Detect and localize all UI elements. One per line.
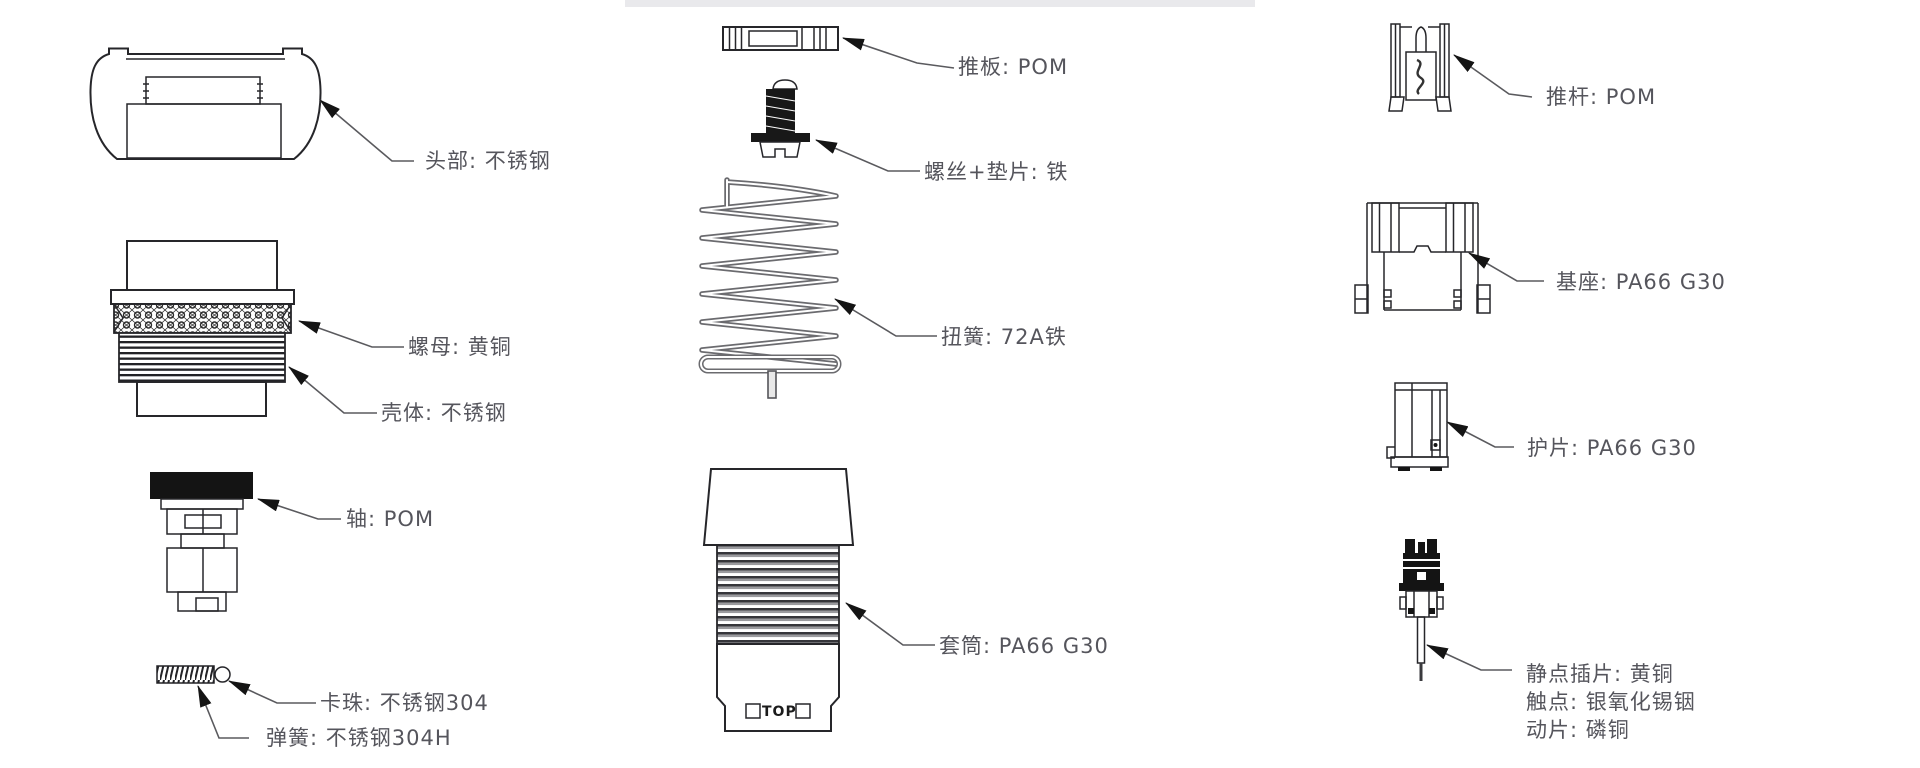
part-base-drawing: [1354, 202, 1491, 314]
label-sleeve: 套筒: PA66 G30: [939, 634, 1109, 658]
part-sleeve-drawing: TOP: [702, 468, 855, 732]
label-contact-line2: 触点: 银氧化锡铟: [1526, 690, 1696, 714]
part-shaft-drawing: [150, 472, 253, 612]
part-torsion-spring-drawing: [698, 177, 842, 399]
leader-guard: [1446, 421, 1514, 448]
leader-contact-assembly: [1426, 644, 1512, 671]
leader-shell: [288, 366, 377, 414]
leader-sleeve: [845, 602, 935, 646]
part-screw-washer-drawing: [751, 79, 810, 158]
part-head-drawing: [89, 47, 322, 160]
leader-spring: [197, 685, 249, 739]
part-nut-shell-drawing: [110, 240, 295, 417]
leader-push-rod: [1453, 54, 1533, 98]
leader-ball: [228, 680, 316, 704]
leader-screw-washer: [815, 139, 920, 172]
leader-nut: [298, 320, 404, 348]
label-shell: 壳体: 不锈钢: [381, 401, 507, 425]
sleeve-top-marking: TOP: [762, 704, 797, 720]
label-torsion-spring: 扭簧: 72A铁: [941, 325, 1067, 349]
label-ball: 卡珠: 不锈钢304: [320, 691, 489, 715]
leader-shaft: [257, 498, 341, 520]
part-push-rod-drawing: [1388, 23, 1452, 112]
part-ball-spring-drawing: [156, 665, 231, 684]
label-base: 基座: PA66 G30: [1556, 270, 1726, 294]
label-push-plate: 推板: POM: [958, 55, 1068, 79]
leader-torsion-spring: [834, 298, 937, 337]
part-guard-drawing: [1386, 382, 1449, 471]
label-guard: 护片: PA66 G30: [1527, 436, 1697, 460]
label-push-rod: 推杆: POM: [1546, 85, 1656, 109]
leader-head: [319, 99, 414, 162]
label-contact-line3: 动片: 磷铜: [1526, 718, 1630, 742]
label-nut: 螺母: 黄铜: [408, 335, 512, 359]
label-head: 头部: 不锈钢: [425, 149, 551, 173]
leader-push-plate: [842, 37, 955, 69]
part-contact-assembly-drawing: [1399, 539, 1444, 681]
label-contact-line1: 静点插片: 黄铜: [1526, 662, 1674, 686]
leader-base: [1468, 252, 1544, 282]
label-screw-washer: 螺丝+垫片: 铁: [924, 160, 1068, 184]
label-spring: 弹簧: 不锈钢304H: [266, 726, 452, 750]
label-shaft: 轴: POM: [346, 507, 434, 531]
part-push-plate-drawing: [722, 26, 839, 51]
page-edge-strip: [625, 0, 1255, 7]
